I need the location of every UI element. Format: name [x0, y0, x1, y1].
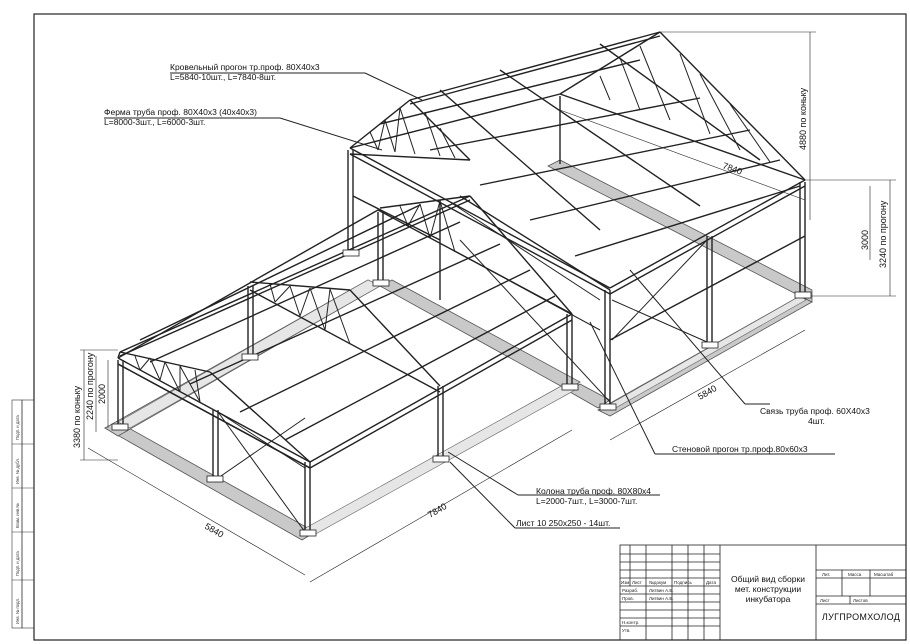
low-block-frame: [117, 195, 573, 534]
leader-lines: [104, 72, 835, 529]
stamp-head-doc: №докум: [649, 580, 666, 585]
callout-truss-line-2: L=8000-3шт., L=6000-3шт.: [104, 117, 206, 127]
stamp-lit: Лит.: [822, 572, 830, 577]
callout-plate-line-1: Лист 10 250х250 - 14шт.: [516, 518, 611, 528]
side-strip: Подп. и дата Инв. № дубл. Взам. инв.№ По…: [11, 399, 35, 629]
stamp-scale: Масштаб: [874, 572, 894, 577]
side-cell-2: Инв. № дубл.: [15, 458, 20, 484]
callout-plate: Лист 10 250х250 - 14шт.: [516, 518, 610, 528]
stamp-mass: Масса: [848, 572, 862, 577]
stamp-head-izm: Изм: [621, 580, 629, 585]
stamp-name-1: Литвин А.Б.: [649, 588, 674, 593]
stamp-title-3: инкубатора: [746, 594, 791, 604]
stamp-head-list: Лист: [632, 580, 642, 585]
stamp-title-1: Общий вид сборки: [731, 574, 805, 584]
callout-roof-purlin-line-2: L=5840-10шт., L=7840-8шт.: [170, 72, 277, 82]
dim-purlin-high: 3240 по прогону: [878, 200, 888, 268]
callout-wall-purlin-line-1: Стеновой прогон тр.проф.80х60х3: [672, 444, 808, 454]
dim-col-high: 3000: [860, 230, 870, 250]
dim-width-high: 5840: [696, 383, 718, 402]
side-cell-1: Подп. и дата: [15, 415, 20, 440]
title-block-text: Изм Лист №докум Подпись Дата Разраб. Про…: [621, 572, 900, 633]
stamp-name-2: Литвин А.Б.: [649, 596, 674, 601]
stamp-sheet: Лист: [820, 598, 830, 603]
callout-brace-line-1: Связь труба проф. 60Х40х3: [760, 406, 870, 416]
dimension-lines: [80, 31, 896, 583]
stamp-row-prov: Пров.: [622, 596, 634, 601]
stamp-sheets: Листов: [853, 598, 868, 603]
dim-length-high: 7840: [721, 160, 743, 176]
dim-ridge-low: 3380 по коньку: [72, 385, 82, 448]
base-plates: [111, 249, 812, 537]
callout-roof-purlin: Кровельный прогон тр.проф. 80Х40х3 L=584…: [170, 62, 320, 82]
high-block-truss-web: [369, 45, 771, 403]
stamp-company: ЛУГПРОМХОЛОД: [822, 612, 900, 622]
callout-column-line-1: Колона труба проф. 80Х80х4: [536, 486, 652, 496]
stamp-row-utv: Утв.: [622, 628, 631, 633]
dim-width-low: 5840: [203, 521, 225, 540]
dim-col-low: 2000: [97, 384, 107, 404]
drawing-frame: [33, 13, 907, 641]
stamp-row-razrab: Разраб.: [622, 588, 638, 593]
stamp-head-sign: Подпись: [674, 580, 692, 585]
callout-truss: Ферма труба проф. 80Х40х3 (40х40х3) L=80…: [104, 107, 257, 127]
callout-wall-purlin: Стеновой прогон тр.проф.80х60х3: [672, 444, 808, 454]
dim-ridge-high: 4880 по коньку: [798, 87, 808, 150]
callout-column: Колона труба проф. 80Х80х4 L=2000-7шт., …: [536, 486, 651, 506]
callout-brace-line-2: 4шт.: [808, 416, 825, 426]
stamp-title-2: мет. конструкции: [735, 584, 802, 594]
side-cell-5: Инв. № подл.: [15, 598, 20, 624]
stamp-head-date: Дата: [706, 580, 716, 585]
callout-column-line-2: L=2000-7шт., L=3000-7шт.: [536, 496, 638, 506]
side-cell-4: Подп. и дата: [15, 551, 20, 576]
dim-purlin-low: 2240 по прогону: [85, 352, 95, 420]
side-cell-3: Взам. инв.№: [15, 503, 20, 528]
callout-truss-line-1: Ферма труба проф. 80Х40х3 (40х40х3): [104, 107, 257, 117]
callout-roof-purlin-line-1: Кровельный прогон тр.проф. 80Х40х3: [170, 62, 320, 72]
title-block: [619, 544, 907, 641]
stamp-row-nkontr: Н.контр.: [622, 620, 639, 625]
high-block-frame: [347, 31, 806, 408]
low-block-truss-web: [134, 200, 456, 533]
callout-brace: Связь труба проф. 60Х40х3 4шт.: [760, 406, 870, 426]
